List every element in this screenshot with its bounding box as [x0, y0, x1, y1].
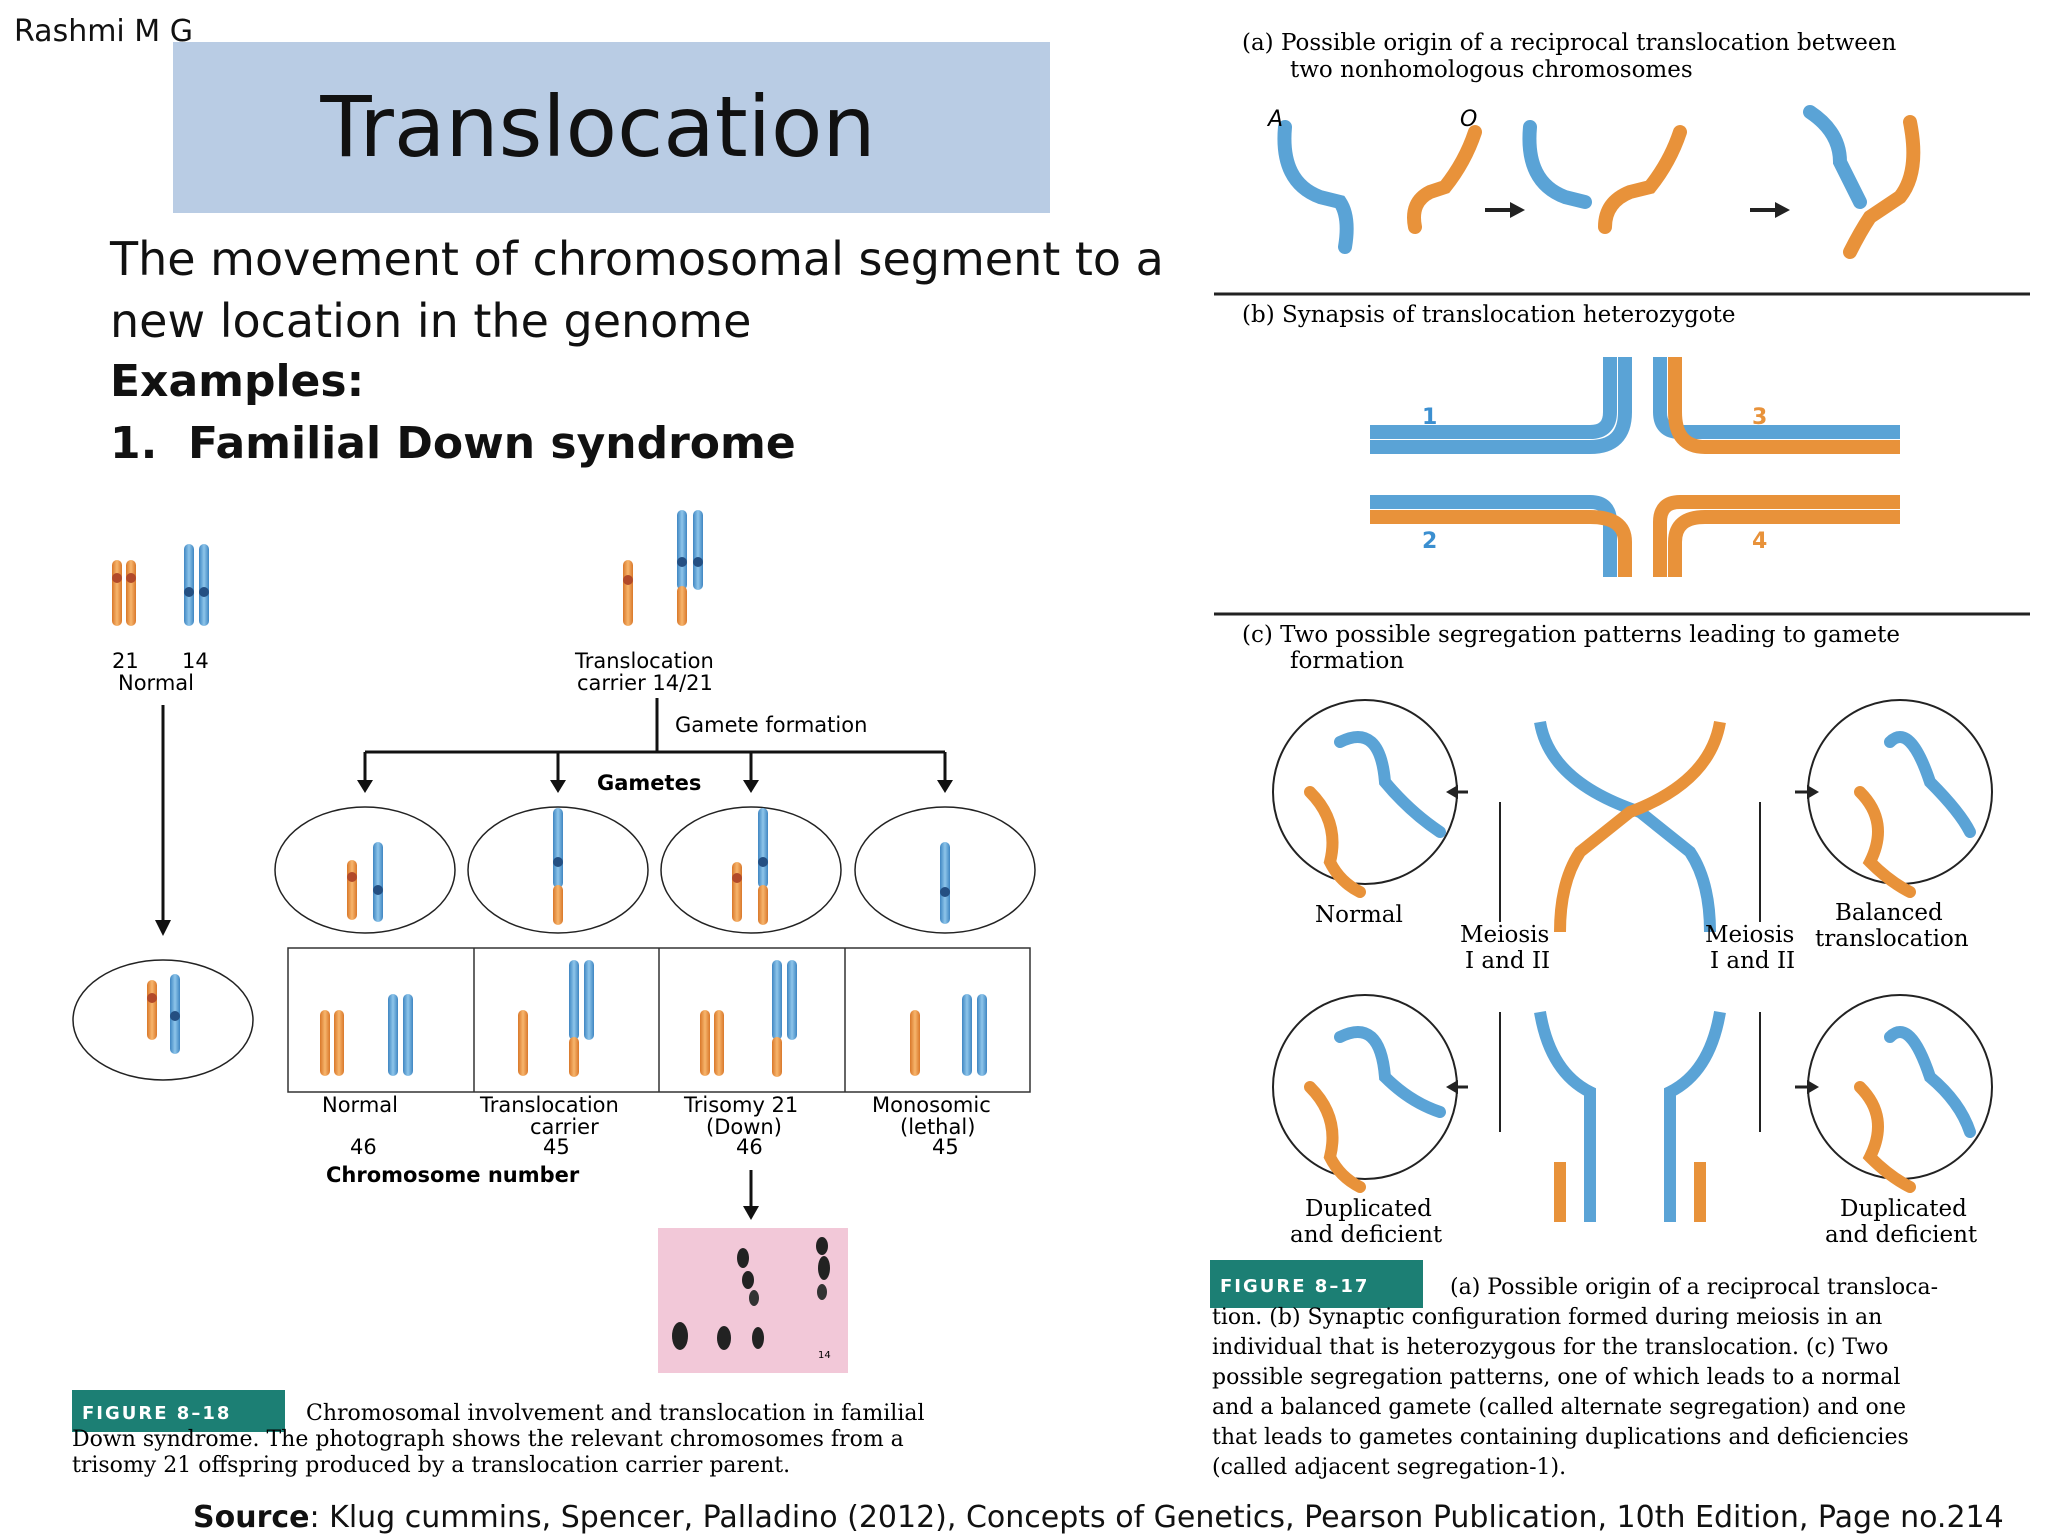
b-label-2: 2	[1422, 529, 1437, 554]
gamete-balanced-label-1: Balanced	[1835, 900, 1943, 926]
figure-8-17-label-bg	[1210, 1260, 1423, 1308]
fig17-caption-6: (called adjacent segregation-1).	[1212, 1455, 1566, 1480]
carrier-label-1: Translocation	[574, 649, 714, 673]
author-name: Rashmi M G	[14, 14, 193, 49]
fig17-c-title-1: (c) Two possible segregation patterns le…	[1242, 622, 1900, 648]
source-citation: Source: Klug cummins, Spencer, Palladino…	[193, 1500, 2004, 1535]
fig17-caption-5: that leads to gametes containing duplica…	[1212, 1425, 1909, 1450]
gamete-circles	[274, 806, 1036, 934]
b-label-4: 4	[1752, 529, 1767, 554]
meiosis-right-2: I and II	[1710, 948, 1795, 974]
title-box	[173, 42, 1050, 213]
meiosis-left-1: Meiosis	[1460, 922, 1549, 948]
figure-8-17-label: FIGURE 8–17	[1220, 1276, 1369, 1297]
karyotype-chromosomes: 14	[672, 1237, 831, 1361]
gamete-dup-right-2: and deficient	[1825, 1222, 1978, 1248]
fig17-caption-1: tion. (b) Synaptic configuration formed …	[1212, 1305, 1882, 1330]
figure-8-18: 21 14 Normal Translocation carrier 14/21…	[72, 510, 1036, 1478]
carrier-parent-chromosomes	[623, 510, 703, 626]
offspring-monosomic-label-2: (lethal)	[900, 1115, 975, 1139]
offspring-monosomic-count: 45	[932, 1135, 959, 1159]
panel-c-gametes	[1272, 699, 1993, 1222]
fig17-a-title-2: two nonhomologous chromosomes	[1290, 57, 1693, 83]
panel-a-chromosomes	[1277, 105, 1921, 259]
gamete-dup-left-1: Duplicated	[1305, 1196, 1432, 1222]
figure-8-18-label-bg	[72, 1390, 285, 1432]
example-number: 1.	[110, 418, 158, 469]
fig17-b-title: (b) Synapsis of translocation heterozygo…	[1242, 302, 1736, 328]
offspring-boxes	[287, 947, 1031, 1093]
label-21: 21	[112, 649, 139, 673]
offspring-carrier-label: Translocation	[479, 1093, 619, 1117]
slide-title: Translocation	[320, 78, 876, 176]
normal-parent-chromosomes	[112, 544, 209, 626]
gamete-dup-left-2: and deficient	[1290, 1222, 1443, 1248]
offspring-trisomy-label-2: (Down)	[706, 1115, 782, 1139]
fig17-caption-0: (a) Possible origin of a reciprocal tran…	[1450, 1275, 1938, 1300]
a-label-A: A	[1266, 107, 1283, 132]
example-label: Familial Down syndrome	[188, 418, 796, 469]
definition-text: The movement of chromosomal segment to a…	[110, 232, 1164, 348]
offspring-carrier-label-2: carrier	[530, 1115, 599, 1139]
fig17-c-title-2: formation	[1290, 648, 1404, 674]
offspring-monosomic-label: Monosomic	[872, 1093, 991, 1117]
offspring-carrier-count: 45	[543, 1135, 570, 1159]
b-label-3: 3	[1752, 405, 1767, 430]
figure-8-17: (a) Possible origin of a reciprocal tran…	[1210, 30, 2030, 1480]
fig17-caption-4: and a balanced gamete (called alternate …	[1212, 1395, 1906, 1420]
karyotype-photo: 14	[658, 1228, 848, 1373]
label-14: 14	[182, 649, 209, 673]
figure-8-18-label: FIGURE 8–18	[82, 1403, 231, 1424]
gamete-normal-label: Normal	[1315, 902, 1403, 928]
gamete-formation-label: Gamete formation	[675, 713, 867, 737]
gamete-dup-right-1: Duplicated	[1840, 1196, 1967, 1222]
photo-label: 14	[818, 1350, 831, 1361]
b-label-1: 1	[1422, 405, 1437, 430]
source-label: Source	[193, 1500, 310, 1535]
examples-heading: Examples:	[110, 356, 365, 407]
offspring-normal-count: 46	[350, 1135, 377, 1159]
example-item: 1. Familial Down syndrome	[110, 418, 796, 469]
chromosome-number-label: Chromosome number	[326, 1163, 580, 1187]
panel-b-synapsis	[1370, 357, 1900, 577]
carrier-label-2: carrier 14/21	[577, 671, 713, 695]
offspring-normal-label: Normal	[322, 1093, 398, 1117]
gamete-balanced-label-2: translocation	[1815, 926, 1969, 952]
offspring-trisomy-count: 46	[736, 1135, 763, 1159]
fig18-caption-1: Chromosomal involvement and translocatio…	[306, 1401, 925, 1426]
offspring-trisomy-label: Trisomy 21	[683, 1093, 798, 1117]
fig18-caption-3: trisomy 21 offspring produced by a trans…	[72, 1453, 790, 1478]
meiosis-right-1: Meiosis	[1705, 922, 1794, 948]
fig17-caption-3: possible segregation patterns, one of wh…	[1212, 1365, 1900, 1390]
fig18-caption-2: Down syndrome. The photograph shows the …	[72, 1427, 904, 1452]
fig17-a-title-1: (a) Possible origin of a reciprocal tran…	[1242, 30, 1897, 56]
normal-parent-label: Normal	[118, 671, 194, 695]
meiosis-left-2: I and II	[1465, 948, 1550, 974]
source-text: : Klug cummins, Spencer, Palladino (2012…	[309, 1500, 2004, 1535]
a-label-O: O	[1460, 107, 1477, 132]
gametes-label: Gametes	[597, 771, 701, 795]
fig17-caption-2: individual that is heterozygous for the …	[1212, 1335, 1888, 1360]
